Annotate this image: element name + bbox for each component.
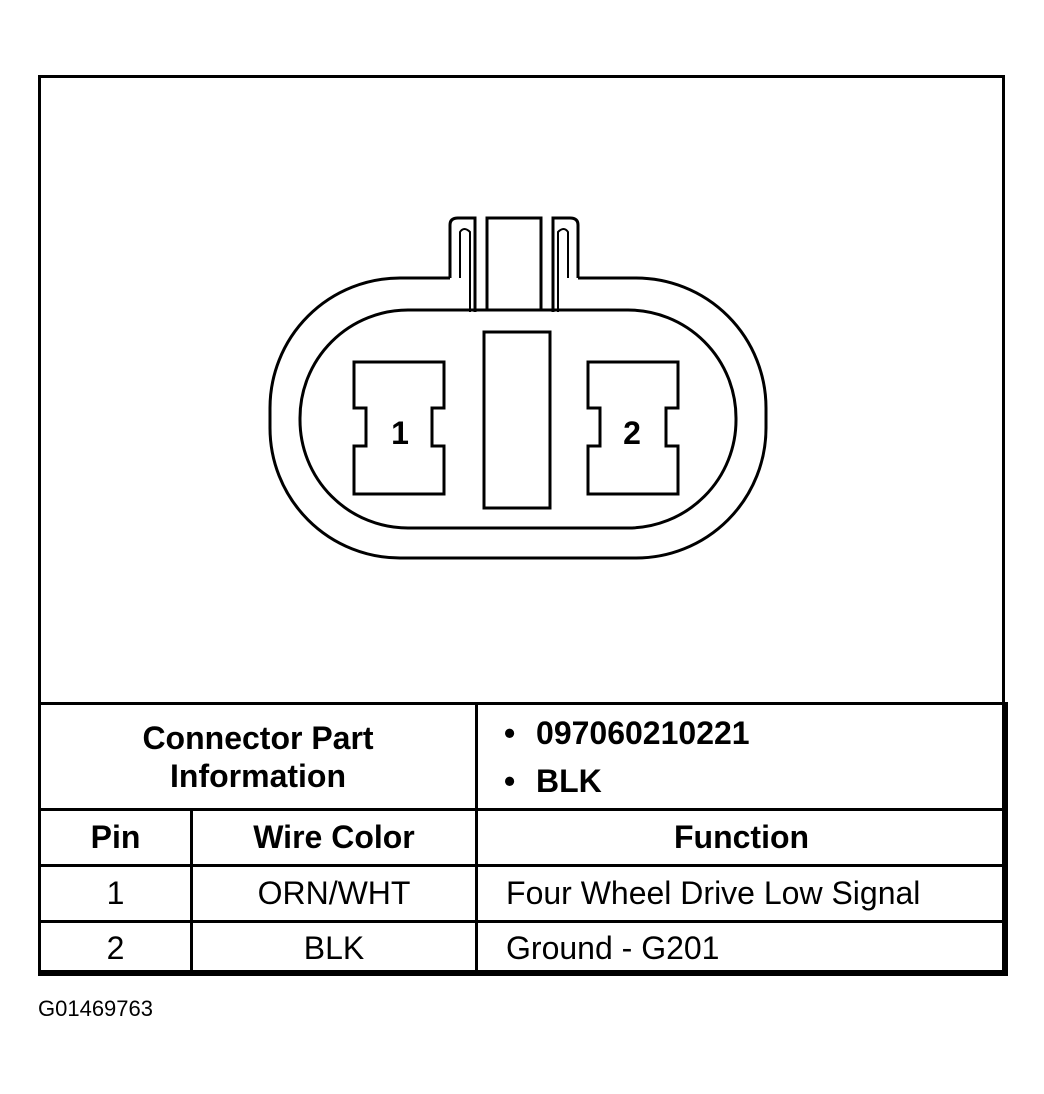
figure-id: G01469763	[38, 996, 153, 1021]
part-color-item: • BLK	[504, 757, 1005, 805]
part-number: 097060210221	[536, 714, 750, 751]
pin-2-cavity	[586, 360, 680, 496]
connector-outer-shell	[268, 276, 768, 560]
pin-1-cavity	[352, 360, 446, 496]
table-row: 1 ORN/WHT Four Wheel Drive Low Signal	[38, 864, 1009, 923]
bullet-icon: •	[504, 714, 516, 751]
header-function: Function	[475, 808, 1009, 867]
locking-tab	[448, 216, 580, 312]
pin-2-label: 2	[623, 415, 641, 451]
row-pin: 2	[38, 920, 193, 976]
part-info-label-line1: Connector Part	[142, 719, 374, 756]
row-wire-color: ORN/WHT	[189, 864, 479, 923]
row-pin: 1	[38, 864, 193, 923]
part-info-row: Connector Part Information • 097060210221…	[37, 702, 1009, 811]
header-pin: Pin	[38, 808, 193, 867]
part-info-label-line2: Information	[170, 757, 346, 794]
center-divider	[482, 330, 552, 510]
part-info-values-cell: • 097060210221 • BLK	[475, 702, 1009, 811]
header-wire-color: Wire Color	[189, 808, 479, 867]
table-row: 2 BLK Ground - G201	[38, 920, 1009, 976]
row-function: Four Wheel Drive Low Signal	[475, 864, 1009, 923]
table-header-row: Pin Wire Color Function	[38, 808, 1009, 867]
center-latch-top	[485, 216, 543, 312]
row-function: Ground - G201	[475, 920, 1009, 976]
part-color: BLK	[536, 762, 602, 799]
part-info-label-cell: Connector Part Information	[37, 702, 479, 811]
bullet-icon: •	[504, 762, 516, 799]
pin-1-label: 1	[391, 415, 409, 451]
row-wire-color: BLK	[189, 920, 479, 976]
part-number-item: • 097060210221	[504, 709, 1005, 757]
connector-info-table: Connector Part Information • 097060210221…	[37, 702, 1009, 976]
